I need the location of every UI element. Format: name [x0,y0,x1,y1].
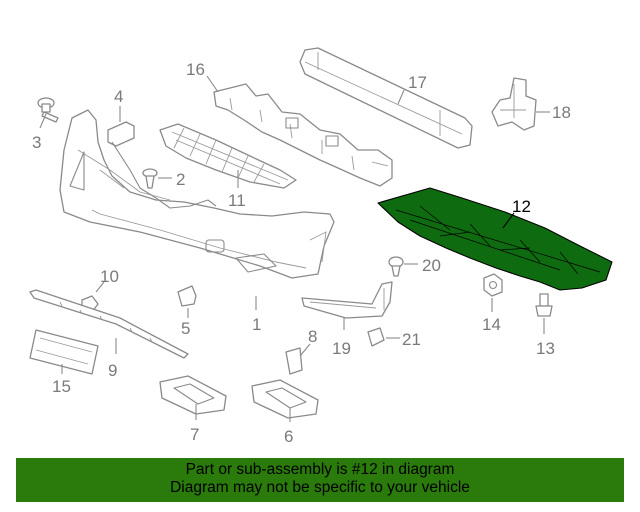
part-8-bracket: 8 [285,327,317,375]
part-13-bolt: 13 [535,293,555,358]
part-17-reinforcement: 17 [299,47,473,149]
part-5-bracket: 5 [177,285,197,338]
part-3-bolt: 3 [32,97,59,152]
callout-13: 13 [536,339,555,358]
banner-line-2: Diagram may not be specific to your vehi… [170,479,470,496]
callout-9: 9 [108,361,117,380]
callout-8: 8 [308,327,317,346]
callout-5: 5 [181,319,190,338]
callout-10: 10 [100,267,119,286]
part-9-molding: 9 [29,289,189,380]
callout-4: 4 [114,87,123,106]
part-4-clip: 4 [107,87,135,147]
info-banner: Part or sub-assembly is #12 in diagram D… [16,458,624,502]
callout-1: 1 [252,315,261,334]
banner-line-1: Part or sub-assembly is #12 in diagram [185,461,455,478]
callout-3: 3 [32,133,41,152]
part-11-grille: 11 [159,123,297,210]
part-1-bumper-cover: 1 [59,109,335,334]
callout-2: 2 [176,170,185,189]
parts-diagram: 17 16 18 11 3 4 [29,47,613,446]
part-15-plate-bracket: 15 [29,329,99,396]
callout-12: 12 [512,197,531,216]
part-16-absorber: 16 [186,60,393,187]
callout-17: 17 [408,73,427,92]
callout-6: 6 [284,427,293,446]
callout-16: 16 [186,60,205,79]
part-7-bezel: 7 [159,375,227,444]
callout-21: 21 [402,330,421,349]
part-19-side-bracket: 19 [301,281,393,358]
part-2-push-clip: 2 [142,168,185,189]
part-18-bracket: 18 [491,77,571,131]
callout-7: 7 [190,425,199,444]
part-6-bezel: 6 [251,379,319,446]
callout-18: 18 [552,103,571,122]
part-20-clip: 20 [388,256,441,277]
part-12-undercover: 12 [377,187,613,291]
part-21-nut-clip: 21 [367,327,421,349]
part-14-nut: 14 [482,273,503,334]
part-10-clip: 10 [81,267,119,313]
callout-20: 20 [422,256,441,275]
callout-19: 19 [332,339,351,358]
callout-14: 14 [482,315,501,334]
callout-15: 15 [52,377,71,396]
callout-11: 11 [228,191,246,210]
